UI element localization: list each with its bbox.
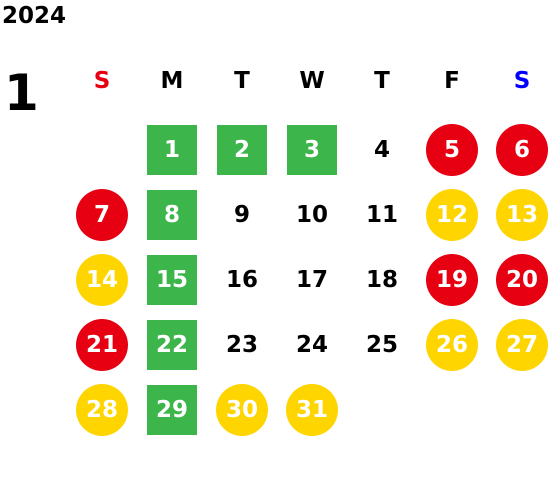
- day-cell[interactable]: 21: [76, 319, 128, 371]
- day-cell[interactable]: 15: [147, 255, 197, 305]
- day-cell[interactable]: 31: [286, 384, 338, 436]
- day-cell[interactable]: 16: [225, 267, 258, 293]
- day-cell[interactable]: 9: [233, 202, 250, 228]
- day-cell[interactable]: 25: [365, 332, 398, 358]
- weekday-3: W: [299, 68, 325, 94]
- day-cell[interactable]: 14: [76, 254, 128, 306]
- day-cell[interactable]: 1: [147, 125, 197, 175]
- day-cell[interactable]: 7: [76, 189, 128, 241]
- day-cell[interactable]: 8: [147, 190, 197, 240]
- weekday-5: F: [444, 68, 460, 94]
- day-cell[interactable]: 2: [217, 125, 267, 175]
- day-cell[interactable]: 4: [373, 137, 390, 163]
- weekday-4: T: [374, 68, 390, 94]
- weekday-0: S: [93, 68, 111, 94]
- day-cell[interactable]: 19: [426, 254, 478, 306]
- day-cell[interactable]: 22: [147, 320, 197, 370]
- day-cell[interactable]: 12: [426, 189, 478, 241]
- day-cell[interactable]: 20: [496, 254, 548, 306]
- day-cell[interactable]: 24: [295, 332, 328, 358]
- day-cell[interactable]: 27: [496, 319, 548, 371]
- day-cell[interactable]: 17: [295, 267, 328, 293]
- day-cell[interactable]: 10: [295, 202, 328, 228]
- day-cell[interactable]: 3: [287, 125, 337, 175]
- calendar-month: 1: [4, 64, 39, 122]
- weekday-1: M: [160, 68, 184, 94]
- day-cell[interactable]: 13: [496, 189, 548, 241]
- weekday-6: S: [513, 68, 531, 94]
- day-cell[interactable]: 23: [225, 332, 258, 358]
- day-cell[interactable]: 29: [147, 385, 197, 435]
- weekday-2: T: [234, 68, 250, 94]
- day-cell[interactable]: 11: [365, 202, 398, 228]
- day-cell[interactable]: 18: [365, 267, 398, 293]
- day-cell[interactable]: 6: [496, 124, 548, 176]
- day-cell[interactable]: 30: [216, 384, 268, 436]
- day-cell[interactable]: 26: [426, 319, 478, 371]
- day-cell[interactable]: 5: [426, 124, 478, 176]
- calendar-year: 2024: [2, 3, 67, 29]
- day-cell[interactable]: 28: [76, 384, 128, 436]
